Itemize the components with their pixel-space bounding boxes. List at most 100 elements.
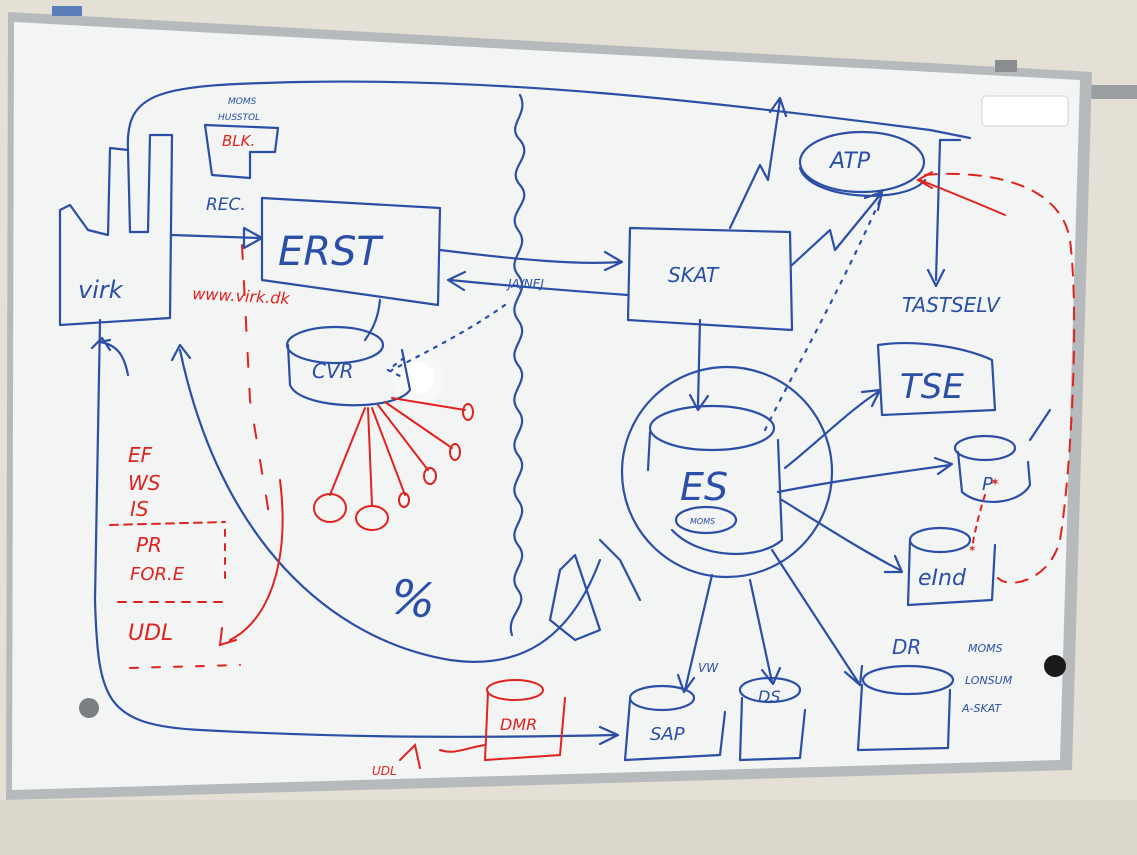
dr-label: DR xyxy=(892,635,921,659)
p-antenna xyxy=(1028,408,1052,442)
rec-label: REC. xyxy=(206,195,246,215)
wall-rail xyxy=(1085,85,1137,99)
cvr-node-4 xyxy=(423,467,437,485)
blue-text: virk ERST REC. MOMS HUSSTOL CVR JA/NEJ S… xyxy=(78,97,1013,745)
tastselv-label: TASTSELV xyxy=(902,293,1001,317)
erst-label: ERST xyxy=(278,229,384,275)
cvr-spoke-2 xyxy=(367,407,373,506)
moms-label: MOMS xyxy=(228,97,257,107)
p-red-star: ✶ xyxy=(990,475,1000,489)
cvr-spoke-1 xyxy=(329,407,366,496)
cvr-node-1 xyxy=(313,493,347,523)
percent-label: % xyxy=(386,568,439,630)
ws-label: WS xyxy=(128,471,161,495)
virk-label: virk xyxy=(78,276,124,304)
wavy-divider xyxy=(509,93,526,637)
skat-label: SKAT xyxy=(668,263,720,287)
virk-building xyxy=(58,133,174,327)
es-dr-arrow xyxy=(770,548,864,687)
eind-db-body xyxy=(906,538,997,607)
sap-db-body xyxy=(623,698,727,762)
red-text: BLK. www.virk.dk EF WS IS PR FOR.E UDL D… xyxy=(128,132,537,778)
cvr-label: CVR xyxy=(312,359,354,383)
atp-label: ATP xyxy=(828,149,871,174)
udl-bottom-label: UDL xyxy=(372,764,397,778)
cvr-node-3 xyxy=(398,492,410,508)
board-surface xyxy=(12,22,1080,790)
es-sap-arrow xyxy=(676,573,714,694)
es-ds-arrow xyxy=(748,578,782,686)
husstol-label: HUSSTOL xyxy=(218,113,260,123)
udl-curve xyxy=(218,479,284,647)
blk-box xyxy=(203,123,280,180)
wall-lower xyxy=(0,800,1137,855)
cvr-node-6 xyxy=(462,403,474,421)
p-label: P xyxy=(982,474,993,495)
udl-dmr-arrow xyxy=(399,742,486,769)
skat-es-arrow xyxy=(688,318,710,412)
ds-label: DS xyxy=(758,687,780,706)
atp-cvr-dotted xyxy=(386,303,507,380)
blue-drawings: % xyxy=(58,80,1052,762)
skat-up-arrow xyxy=(728,96,788,230)
is-label: IS xyxy=(130,497,149,521)
es-moms-oval xyxy=(674,505,738,535)
virk-left-arrow xyxy=(90,336,130,377)
tse-box xyxy=(876,342,997,417)
atp-bracket xyxy=(926,138,962,288)
eind-red-star: ✶ xyxy=(968,544,976,555)
bottom-to-sap-line xyxy=(93,318,620,746)
es-eind-arrow xyxy=(780,498,904,574)
flash-halo xyxy=(392,352,444,404)
es-db-body xyxy=(646,430,784,555)
tse-label: TSE xyxy=(900,367,964,407)
ja-nej-label: JA/NEJ xyxy=(506,277,544,291)
dmr-db-top xyxy=(486,679,544,701)
cvr-spoke-5 xyxy=(384,401,453,449)
erst-skat-arrow xyxy=(438,248,624,272)
ds-db-top xyxy=(738,676,802,704)
sap-label: SAP xyxy=(650,724,685,745)
list-sep-3 xyxy=(129,664,241,669)
frame-clip-right xyxy=(995,60,1017,72)
dr-db-top xyxy=(861,664,955,696)
fore-label: FOR.E xyxy=(130,564,185,585)
erst-cvr-line xyxy=(363,298,382,342)
rec-dashed-line xyxy=(241,244,271,521)
es-p-arrow xyxy=(776,456,954,494)
sap-db-top xyxy=(628,684,696,712)
dr-moms-label: MOMS xyxy=(968,642,1003,655)
cvr-spoke-3 xyxy=(371,407,406,496)
es-moms-label: MOMS xyxy=(690,517,715,526)
p-eind-dashed xyxy=(971,494,986,549)
magnet-right xyxy=(1044,655,1066,677)
skat-erst-arrow xyxy=(446,270,630,297)
atp-db-top xyxy=(798,130,926,194)
dmr-label: DMR xyxy=(500,715,537,734)
eraser xyxy=(981,95,1069,127)
ds-db-body xyxy=(738,696,807,762)
atp-db-body xyxy=(798,166,927,197)
cvr-spoke-4 xyxy=(377,404,429,471)
virk-erst-arrow xyxy=(170,226,264,250)
atp-red-dashed-loop xyxy=(924,172,1076,584)
ef-label: EF xyxy=(128,443,153,467)
slanted-box xyxy=(548,538,642,642)
p-db-top xyxy=(953,434,1017,462)
cvr-db-body xyxy=(286,343,412,407)
magnet-left xyxy=(79,698,99,718)
dr-lonsum-label: LONSUM xyxy=(965,674,1013,687)
cvr-node-2 xyxy=(355,505,389,531)
atp-red-arrow xyxy=(915,171,1006,216)
pr-label: PR xyxy=(136,533,162,557)
dr-db-body xyxy=(856,683,952,752)
es-circle xyxy=(620,365,834,579)
cvr-node-5 xyxy=(449,443,461,461)
p-db-body xyxy=(956,450,1032,504)
dr-askat-label: A-SKAT xyxy=(961,702,1002,715)
es-atp-dotted xyxy=(763,198,882,432)
cvr-spoke-6 xyxy=(391,397,466,411)
dmr-db-body xyxy=(483,691,566,762)
vw-label: VW xyxy=(698,661,719,675)
